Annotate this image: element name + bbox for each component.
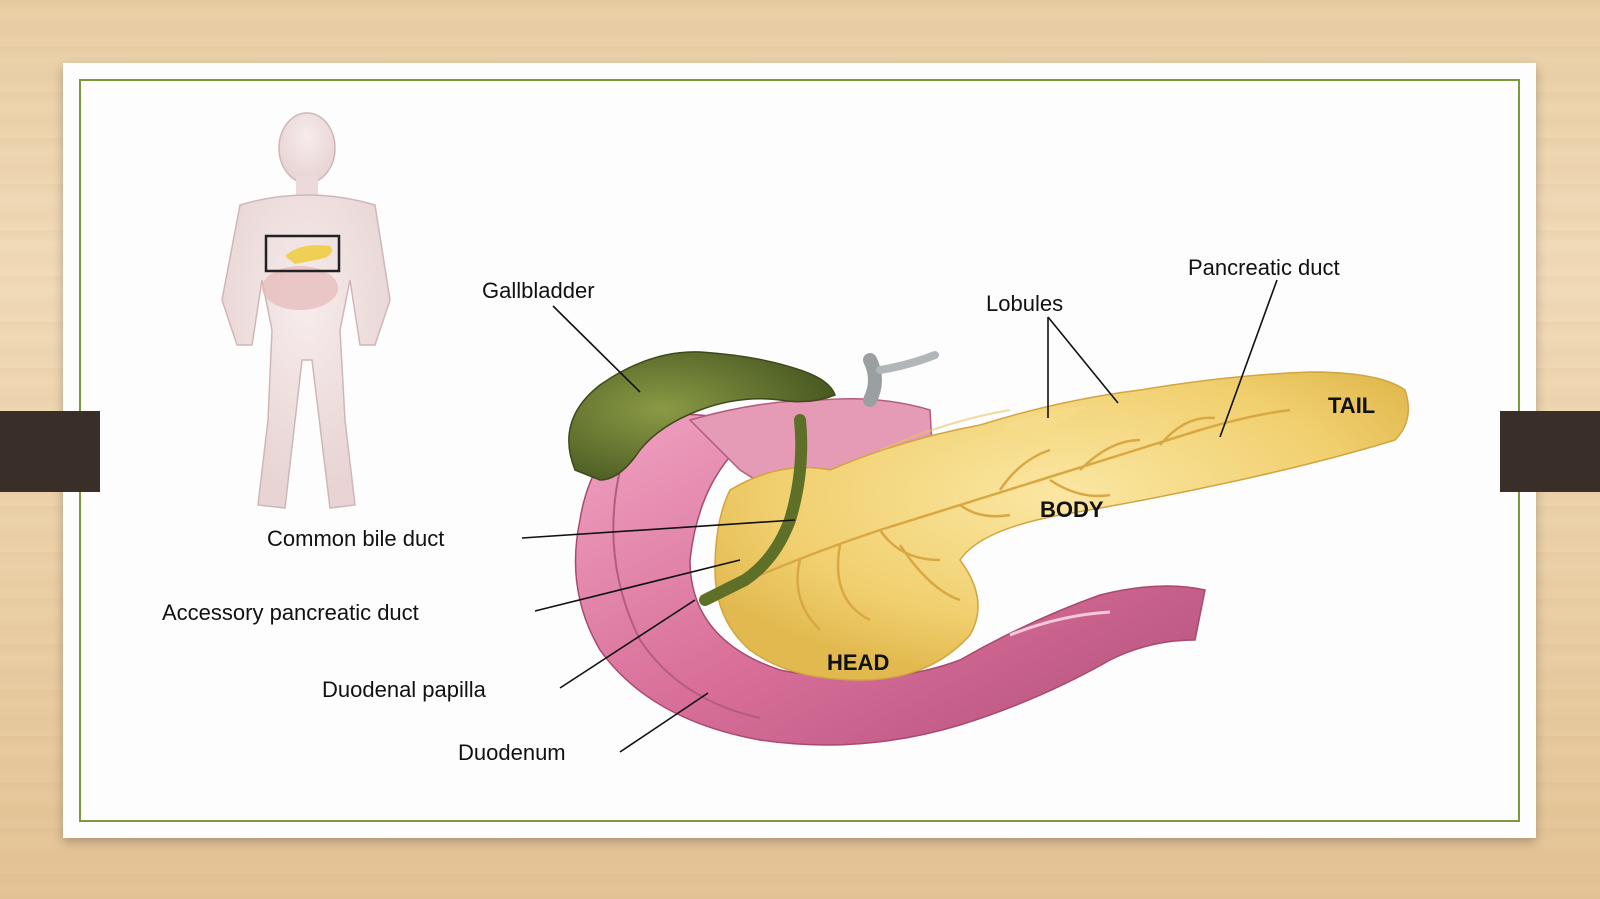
human-figure-inset [221, 112, 391, 509]
left-tab [0, 411, 100, 492]
label-gallbladder: Gallbladder [482, 278, 595, 303]
pancreas-location-box [264, 234, 341, 273]
gallbladder-shape [568, 351, 836, 481]
label-common-bile-duct: Common bile duct [267, 526, 444, 551]
label-pancreatic-duct: Pancreatic duct [1188, 255, 1340, 280]
label-duodenum: Duodenum [458, 740, 566, 765]
leader-lines [521, 279, 1278, 753]
right-tab [1500, 411, 1600, 492]
pancreas-shape [714, 371, 1410, 681]
label-accessory-pancreatic-duct: Accessory pancreatic duct [162, 600, 419, 625]
pancreatic-duct-network [759, 408, 1291, 631]
region-body: BODY [1040, 497, 1104, 522]
common-bile-duct-shape [699, 414, 808, 606]
region-tail: TAIL [1328, 393, 1375, 418]
label-lobules: Lobules [986, 291, 1063, 316]
region-head: HEAD [827, 650, 889, 675]
duodenum-shape [574, 413, 1206, 746]
label-duodenal-papilla: Duodenal papilla [322, 677, 487, 702]
